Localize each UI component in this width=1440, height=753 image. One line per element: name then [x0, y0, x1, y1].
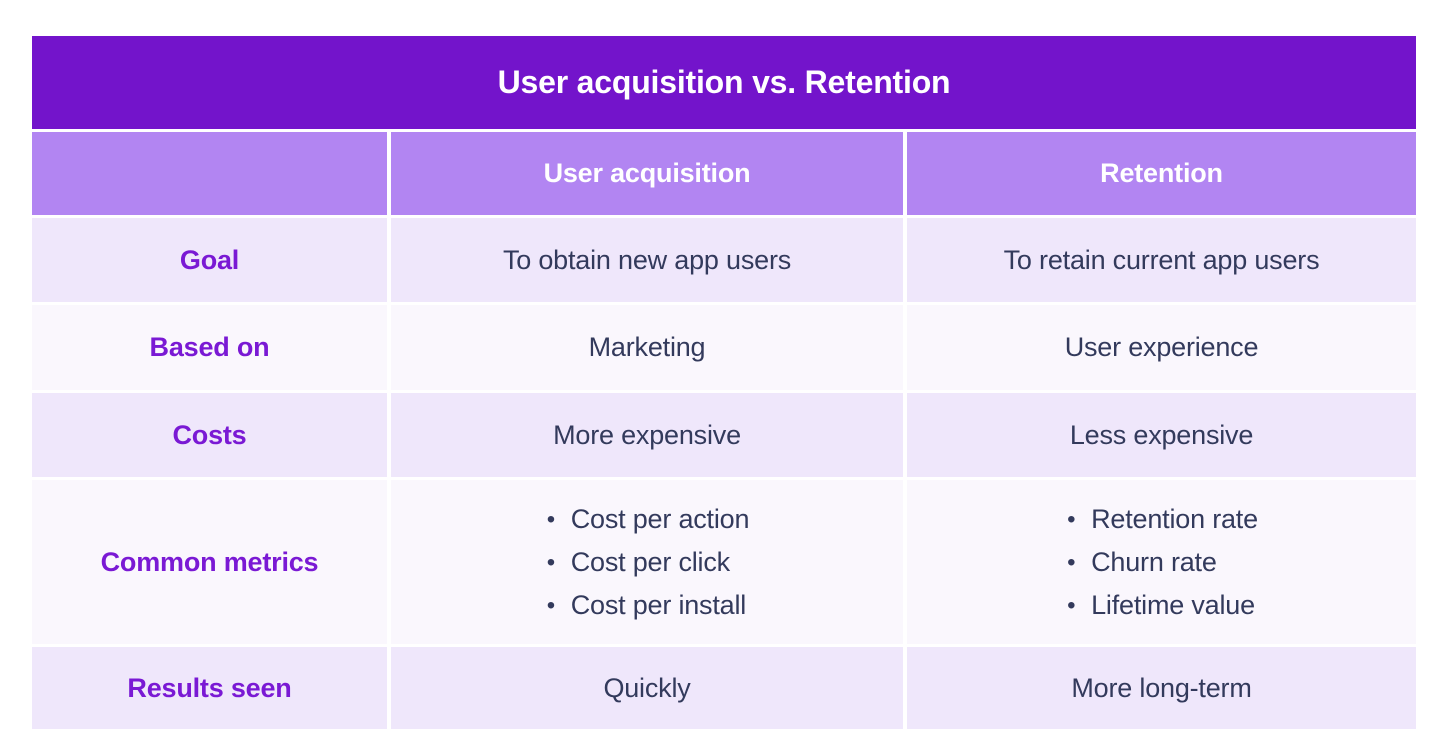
table-row-results-seen: Results seen Quickly More long-term — [32, 647, 1417, 729]
cell-goal-acquisition: To obtain new app users — [391, 218, 903, 302]
table-row-goal: Goal To obtain new app users To retain c… — [32, 218, 1417, 302]
bullet-wrap-acquisition: Cost per actionCost per clickCost per in… — [391, 480, 903, 644]
cell-goal-retention: To retain current app users — [907, 218, 1417, 302]
cell-based-on-acquisition: Marketing — [391, 305, 903, 390]
cell-costs-retention: Less expensive — [907, 393, 1417, 477]
table-row-common-metrics: Common metrics Cost per actionCost per c… — [32, 480, 1417, 644]
cell-results-seen-acquisition: Quickly — [391, 647, 903, 729]
cell-common-metrics-acquisition: Cost per actionCost per clickCost per in… — [391, 480, 903, 644]
bullet-item: Lifetime value — [1067, 584, 1258, 627]
table-row-based-on: Based on Marketing User experience — [32, 305, 1417, 390]
bullet-item: Cost per click — [547, 541, 750, 584]
table-row-costs: Costs More expensive Less expensive — [32, 393, 1417, 477]
row-label-based-on: Based on — [32, 305, 387, 390]
bullet-item: Cost per action — [547, 498, 750, 541]
cell-based-on-retention: User experience — [907, 305, 1417, 390]
bullet-list-retention: Retention rateChurn rateLifetime value — [1065, 498, 1258, 627]
table-header-row: User acquisition Retention — [32, 132, 1417, 215]
table-title: User acquisition vs. Retention — [32, 36, 1417, 129]
column-header-user-acquisition: User acquisition — [391, 132, 903, 215]
bullet-item: Retention rate — [1067, 498, 1258, 541]
cell-results-seen-retention: More long-term — [907, 647, 1417, 729]
row-label-common-metrics: Common metrics — [32, 480, 387, 644]
table-title-row: User acquisition vs. Retention — [32, 36, 1417, 129]
row-label-costs: Costs — [32, 393, 387, 477]
cell-common-metrics-retention: Retention rateChurn rateLifetime value — [907, 480, 1417, 644]
column-header-retention: Retention — [907, 132, 1417, 215]
bullet-item: Churn rate — [1067, 541, 1258, 584]
header-corner-cell — [32, 132, 387, 215]
row-label-goal: Goal — [32, 218, 387, 302]
cell-costs-acquisition: More expensive — [391, 393, 903, 477]
comparison-table: User acquisition vs. Retention User acqu… — [28, 33, 1420, 732]
bullet-list-acquisition: Cost per actionCost per clickCost per in… — [545, 498, 750, 627]
bullet-item: Cost per install — [547, 584, 750, 627]
bullet-wrap-retention: Retention rateChurn rateLifetime value — [907, 480, 1416, 644]
row-label-results-seen: Results seen — [32, 647, 387, 729]
